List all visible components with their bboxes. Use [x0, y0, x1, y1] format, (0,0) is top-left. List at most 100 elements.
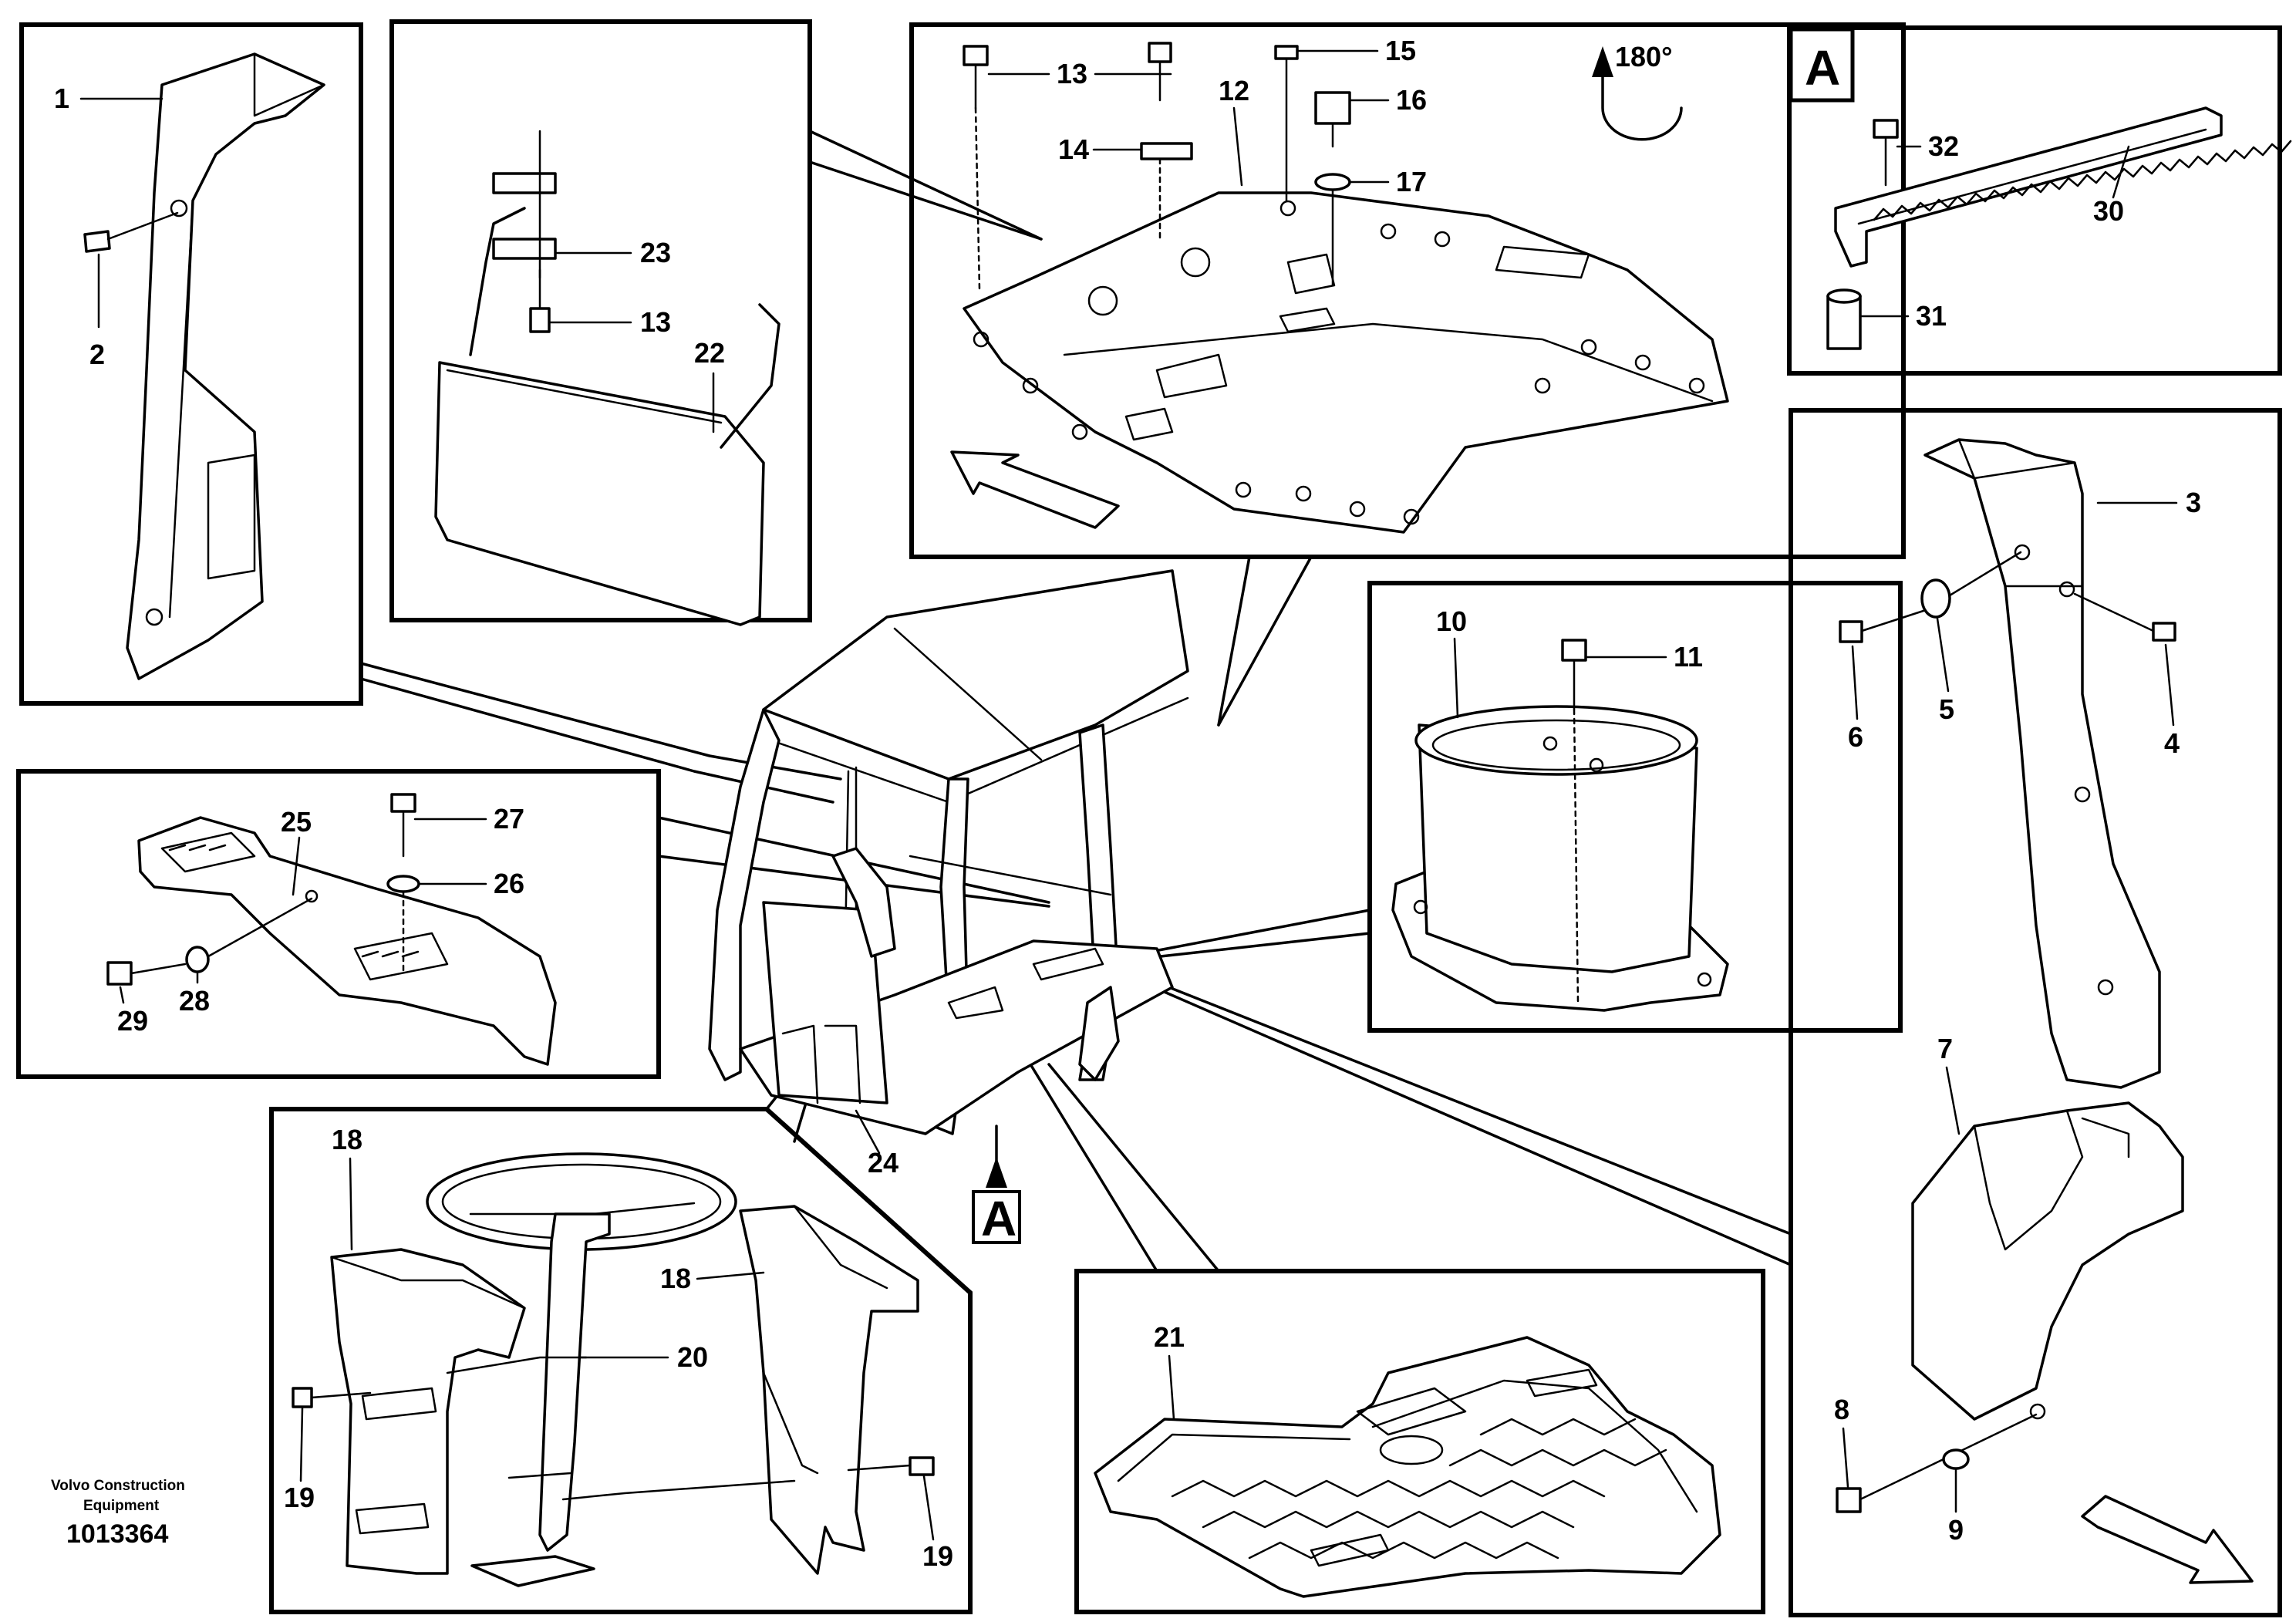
leader-25	[292, 836, 301, 896]
part-label-24: 24	[868, 1147, 899, 1179]
frame-air-duct	[1367, 581, 1903, 1033]
roof-screw-13	[963, 45, 989, 291]
sun-visor	[434, 207, 781, 626]
part-label-20: 20	[677, 1341, 708, 1373]
leader-4	[2164, 643, 2175, 727]
part-label-18-left: 18	[332, 1124, 362, 1155]
part-label-32: 32	[1928, 130, 1959, 162]
part-label-28: 28	[179, 985, 210, 1017]
part-label-2: 2	[89, 339, 105, 370]
screw-2	[83, 211, 179, 253]
part-label-9: 9	[1948, 1514, 1964, 1546]
screw-19-left	[292, 1387, 372, 1408]
part-label-13-roof: 13	[1057, 58, 1087, 89]
leader-19-right	[922, 1475, 935, 1541]
screw-29	[106, 961, 187, 986]
screw-19-right	[847, 1456, 935, 1476]
detail-marker-a-cab: A	[981, 1191, 1017, 1246]
console-half-18-right	[739, 1205, 919, 1575]
part-label-29: 29	[117, 1005, 148, 1037]
detail-a-badge	[1789, 27, 1855, 103]
leader-8	[1842, 1427, 1849, 1489]
part-label-6: 6	[1848, 721, 1863, 753]
leader-18-right	[696, 1271, 765, 1280]
pillar-trim-left	[126, 52, 325, 680]
direction-arrow-icon	[950, 450, 1120, 529]
part-label-14: 14	[1058, 133, 1089, 165]
part-label-31: 31	[1916, 300, 1947, 332]
screw-13-visor	[529, 268, 551, 333]
part-label-22: 22	[694, 337, 725, 369]
visor-bracket-23	[492, 130, 557, 279]
part-label-12: 12	[1219, 75, 1249, 106]
roof-lining	[963, 191, 1729, 534]
roof-washer-17	[1314, 173, 1351, 287]
screw-32	[1873, 119, 1899, 187]
leader-10	[1453, 637, 1459, 719]
direction-arrow-down-icon	[2081, 1495, 2254, 1584]
frame-sun-visor	[389, 19, 812, 622]
frame-detail-a	[1787, 25, 2282, 376]
part-label-23: 23	[640, 237, 671, 268]
roof-bolt-holes	[973, 200, 1705, 525]
screw-8	[1836, 1413, 2038, 1513]
detail-a-reference: A	[972, 1125, 1021, 1246]
leader-29	[119, 986, 125, 1004]
part-label-21: 21	[1154, 1321, 1185, 1353]
roof-plate-14	[1140, 142, 1193, 241]
frame-floor-mat	[1074, 1269, 1765, 1614]
part-label-16: 16	[1396, 84, 1427, 116]
part-label-17: 17	[1396, 166, 1427, 197]
leader-30	[2112, 145, 2130, 199]
frame-leader-lines	[359, 130, 1792, 1273]
roof-screw-13b	[1148, 42, 1172, 102]
cab-frame	[708, 569, 1189, 1135]
frame-roof-lining	[909, 22, 1906, 559]
part-label-18-right: 18	[660, 1263, 691, 1294]
leader-18-left	[349, 1157, 353, 1251]
screw-27	[390, 793, 416, 858]
console-bracket-links	[446, 1356, 796, 1501]
frame-steering-console	[269, 1107, 973, 1614]
washer-28	[185, 897, 313, 973]
leader-5	[1936, 617, 1950, 693]
console-half-18-left	[330, 1248, 526, 1575]
leader-21	[1168, 1354, 1175, 1421]
frame-pillar-trim-left	[19, 22, 363, 706]
roof-screw-15	[1274, 45, 1299, 202]
part-label-3: 3	[2186, 487, 2201, 518]
frame-side-trim	[16, 769, 661, 1079]
screw-6	[1839, 608, 1930, 643]
leader-24	[855, 1109, 881, 1155]
side-trim-25	[137, 816, 557, 1066]
part-label-26: 26	[494, 868, 524, 899]
part-label-27: 27	[494, 803, 524, 835]
part-label-15: 15	[1385, 35, 1416, 66]
frame-pillar-trim-right	[1789, 408, 2282, 1617]
rotate-180-icon	[1592, 46, 1683, 141]
spacer-31	[1826, 288, 1862, 350]
credit-line-2: Equipment	[83, 1498, 160, 1514]
pillar-trim-right	[1923, 438, 2161, 1089]
part-label-13-visor: 13	[640, 306, 671, 338]
part-label-19-right: 19	[922, 1540, 953, 1572]
screw-4	[2073, 592, 2176, 642]
screw-11	[1561, 639, 1587, 1004]
credit-line-1: Volvo Construction	[51, 1478, 185, 1494]
drawing-number: 1013364	[66, 1519, 168, 1549]
part-label-5: 5	[1939, 693, 1954, 725]
part-label-30: 30	[2093, 195, 2124, 227]
leader-6	[1851, 645, 1859, 720]
part-label-11: 11	[1674, 641, 1703, 673]
detail-marker-a-panel: A	[1805, 40, 1840, 96]
clip-5	[1920, 551, 2022, 619]
washer-9	[1942, 1448, 1970, 1470]
cover-7	[1911, 1101, 2184, 1421]
rotation-label: 180°	[1615, 41, 1672, 73]
leader-19-left	[299, 1407, 304, 1482]
rack-30	[1834, 106, 2292, 268]
part-label-7: 7	[1937, 1033, 1953, 1064]
steering-column-20	[470, 1212, 611, 1587]
part-label-4: 4	[2164, 727, 2180, 759]
